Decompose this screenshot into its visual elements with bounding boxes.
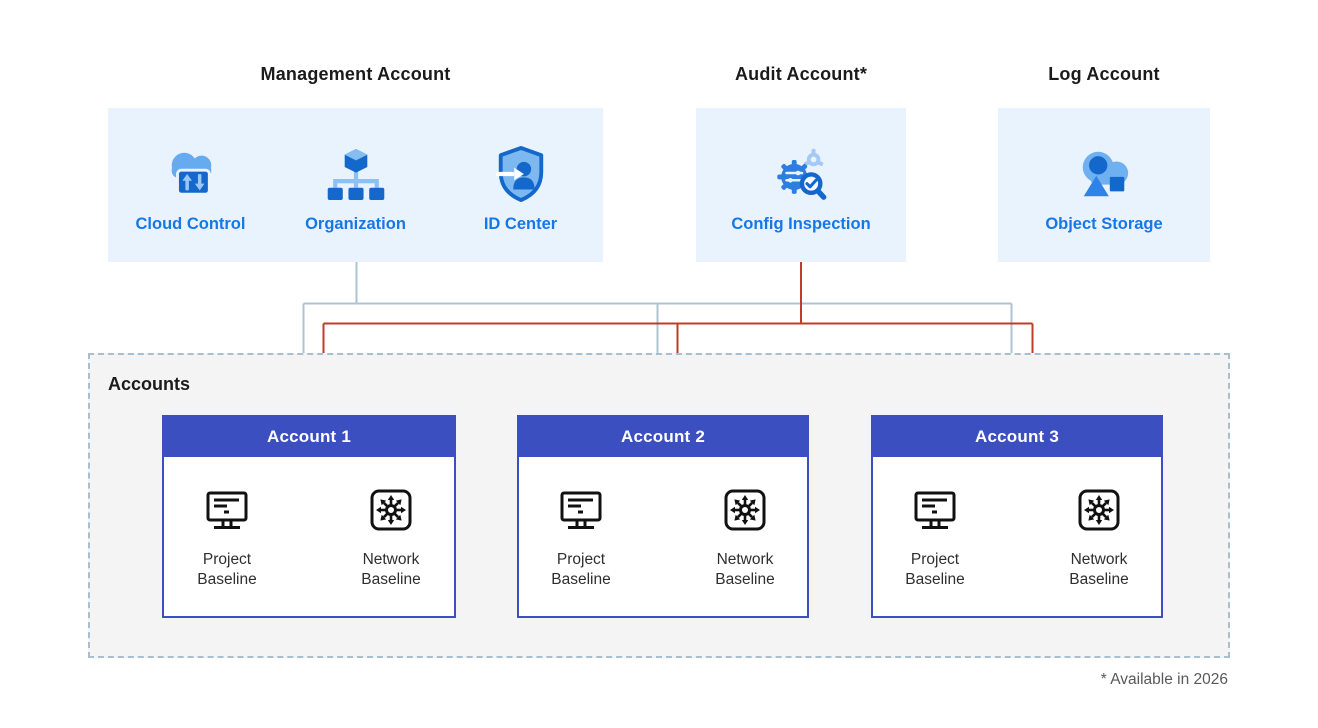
network-baseline-label: Network Baseline bbox=[361, 551, 421, 588]
object-storage-icon bbox=[1073, 142, 1135, 206]
management-account-panel: Cloud Control Organiz bbox=[108, 108, 603, 262]
project-baseline-label: Project Baseline bbox=[197, 551, 257, 588]
service-id-center: ID Center bbox=[438, 108, 603, 262]
project-baseline-item: Project Baseline bbox=[179, 486, 275, 589]
config-inspection-icon bbox=[770, 142, 832, 206]
network-baseline-item: Network Baseline bbox=[697, 486, 793, 589]
log-account-panel: Object Storage bbox=[998, 108, 1210, 262]
audit-account-title: Audit Account* bbox=[734, 64, 868, 84]
network-baseline-icon bbox=[367, 486, 415, 539]
account-card-3: Account 3 Project Baseline bbox=[871, 415, 1163, 618]
id-center-icon bbox=[493, 142, 549, 206]
service-organization: Organization bbox=[273, 108, 438, 262]
service-object-storage: Object Storage bbox=[998, 108, 1210, 262]
account-1-header: Account 1 bbox=[164, 417, 454, 457]
network-baseline-label: Network Baseline bbox=[1069, 551, 1129, 588]
organization-label: Organization bbox=[305, 215, 406, 233]
project-baseline-icon bbox=[557, 486, 605, 539]
project-baseline-icon bbox=[203, 486, 251, 539]
audit-account-panel: Config Inspection bbox=[696, 108, 906, 262]
cloud-control-label: Cloud Control bbox=[135, 215, 246, 233]
network-baseline-label: Network Baseline bbox=[715, 551, 775, 588]
config-inspection-label: Config Inspection bbox=[731, 215, 871, 233]
project-baseline-label: Project Baseline bbox=[551, 551, 611, 588]
accounts-label: Accounts bbox=[108, 374, 191, 394]
project-baseline-item: Project Baseline bbox=[887, 486, 983, 589]
footnote: * Available in 2026 bbox=[1100, 671, 1228, 688]
network-baseline-icon bbox=[1075, 486, 1123, 539]
management-account-title: Management Account bbox=[260, 64, 451, 84]
cloud-control-icon bbox=[160, 142, 222, 206]
log-account-title: Log Account bbox=[1048, 64, 1160, 84]
network-baseline-item: Network Baseline bbox=[343, 486, 439, 589]
account-card-2: Account 2 Project Baseline bbox=[517, 415, 809, 618]
object-storage-label: Object Storage bbox=[1045, 215, 1163, 233]
account-3-header: Account 3 bbox=[873, 417, 1161, 457]
account-card-1: Account 1 Project Baseline bbox=[162, 415, 456, 618]
service-cloud-control: Cloud Control bbox=[108, 108, 273, 262]
service-config-inspection: Config Inspection bbox=[696, 108, 906, 262]
organization-icon bbox=[323, 142, 389, 206]
account-2-header: Account 2 bbox=[519, 417, 807, 457]
project-baseline-item: Project Baseline bbox=[533, 486, 629, 589]
network-baseline-icon bbox=[721, 486, 769, 539]
id-center-label: ID Center bbox=[483, 215, 558, 233]
project-baseline-label: Project Baseline bbox=[905, 551, 965, 588]
network-baseline-item: Network Baseline bbox=[1051, 486, 1147, 589]
project-baseline-icon bbox=[911, 486, 959, 539]
